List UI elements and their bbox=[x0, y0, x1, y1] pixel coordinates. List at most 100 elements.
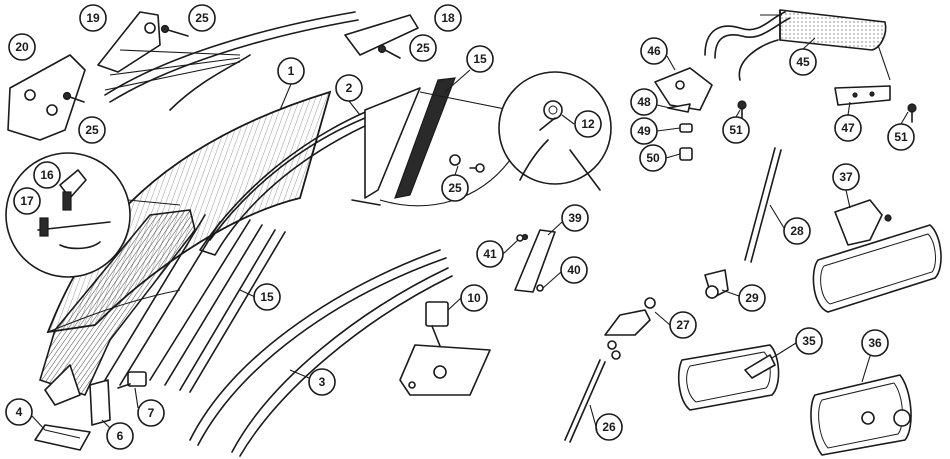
svg-text:49: 49 bbox=[637, 124, 651, 138]
callout-26: 26 bbox=[595, 413, 623, 441]
callout-20: 20 bbox=[8, 33, 36, 61]
svg-text:25: 25 bbox=[448, 181, 462, 195]
callout-35: 35 bbox=[795, 327, 823, 355]
svg-text:19: 19 bbox=[86, 11, 100, 25]
door-mirror-35 bbox=[677, 344, 780, 411]
callout-4: 4 bbox=[5, 398, 33, 426]
svg-text:35: 35 bbox=[802, 334, 816, 348]
bracket-20 bbox=[7, 54, 86, 141]
screw-25-d bbox=[469, 163, 485, 173]
callout-2: 2 bbox=[335, 74, 363, 102]
callout-45: 45 bbox=[789, 48, 817, 76]
callout-29: 29 bbox=[738, 284, 766, 312]
callout-15-a: 15 bbox=[466, 45, 494, 73]
callout-17: 17 bbox=[13, 187, 41, 215]
callout-25-c: 25 bbox=[78, 116, 106, 144]
svg-text:25: 25 bbox=[85, 123, 99, 137]
adjuster-29 bbox=[704, 269, 729, 299]
screw-40 bbox=[536, 284, 544, 292]
callout-51-a: 51 bbox=[722, 116, 750, 144]
callout-10: 10 bbox=[460, 284, 488, 312]
side-channel-strips bbox=[104, 214, 286, 393]
svg-text:39: 39 bbox=[568, 211, 582, 225]
screw-51-a bbox=[737, 100, 747, 119]
svg-text:45: 45 bbox=[796, 55, 810, 69]
mirror-bracket-19 bbox=[97, 11, 161, 73]
center-channel bbox=[351, 77, 456, 206]
svg-text:28: 28 bbox=[790, 224, 804, 238]
mirror-stem-26 bbox=[564, 340, 621, 443]
svg-text:6: 6 bbox=[117, 429, 124, 443]
mirror-bracket-27 bbox=[604, 297, 656, 336]
svg-text:15: 15 bbox=[473, 52, 487, 66]
callout-1: 1 bbox=[277, 57, 305, 85]
screw-25-b bbox=[377, 44, 401, 59]
callout-25-a: 25 bbox=[188, 4, 216, 32]
callout-40: 40 bbox=[560, 256, 588, 284]
callout-3: 3 bbox=[308, 368, 336, 396]
callout-28: 28 bbox=[783, 217, 811, 245]
callout-50: 50 bbox=[639, 144, 667, 172]
door-mirror-36 bbox=[810, 374, 912, 456]
callout-25-d: 25 bbox=[441, 174, 469, 202]
callout-36: 36 bbox=[861, 329, 889, 357]
svg-text:16: 16 bbox=[40, 168, 54, 182]
washer-small bbox=[449, 154, 461, 166]
top-rail-strip bbox=[104, 11, 359, 111]
clip-4 bbox=[34, 424, 91, 451]
screw-25-a bbox=[160, 24, 189, 37]
spring-49 bbox=[679, 123, 693, 133]
callout-39: 39 bbox=[561, 204, 589, 232]
callout-47: 47 bbox=[834, 114, 862, 142]
svg-text:37: 37 bbox=[839, 170, 853, 184]
svg-text:51: 51 bbox=[729, 123, 743, 137]
svg-text:10: 10 bbox=[467, 291, 481, 305]
leader-lines-top bbox=[104, 49, 521, 113]
callout-48: 48 bbox=[630, 88, 658, 116]
callout-6: 6 bbox=[106, 422, 134, 450]
callout-7: 7 bbox=[137, 399, 165, 427]
screw-51-b bbox=[907, 103, 917, 123]
svg-text:12: 12 bbox=[581, 117, 595, 131]
svg-text:36: 36 bbox=[868, 336, 882, 350]
svg-text:4: 4 bbox=[16, 405, 23, 419]
mirror-stem-28 bbox=[744, 147, 782, 263]
nut-50 bbox=[679, 147, 693, 161]
svg-text:17: 17 bbox=[20, 194, 34, 208]
sun-visor-45 bbox=[779, 9, 887, 51]
svg-text:15: 15 bbox=[260, 290, 274, 304]
callout-16: 16 bbox=[33, 161, 61, 189]
screw-41 bbox=[516, 234, 524, 242]
interior-mirror-37 bbox=[812, 199, 942, 313]
lower-curved-seal bbox=[189, 249, 453, 457]
svg-text:7: 7 bbox=[148, 406, 155, 420]
callout-18: 18 bbox=[434, 4, 462, 32]
svg-text:1: 1 bbox=[288, 64, 295, 78]
svg-text:3: 3 bbox=[319, 375, 326, 389]
svg-text:40: 40 bbox=[567, 263, 581, 277]
callout-41: 41 bbox=[476, 240, 504, 268]
svg-text:41: 41 bbox=[483, 247, 497, 261]
visor-rod bbox=[704, 11, 791, 81]
callout-51-b: 51 bbox=[887, 123, 915, 151]
callout-leaders bbox=[31, 37, 909, 431]
detail-inset-12 bbox=[379, 71, 612, 207]
callout-49: 49 bbox=[630, 117, 658, 145]
visor-clip-47 bbox=[834, 85, 891, 106]
svg-text:47: 47 bbox=[841, 121, 855, 135]
callout-19: 19 bbox=[79, 4, 107, 32]
callout-12: 12 bbox=[574, 110, 602, 138]
svg-text:50: 50 bbox=[646, 151, 660, 165]
svg-text:27: 27 bbox=[676, 318, 690, 332]
visor-bracket-46 bbox=[654, 67, 713, 111]
bolt-7 bbox=[117, 371, 147, 389]
svg-text:18: 18 bbox=[441, 11, 455, 25]
svg-text:51: 51 bbox=[894, 130, 908, 144]
base-plate-10 bbox=[399, 344, 491, 396]
callout-37: 37 bbox=[832, 163, 860, 191]
svg-text:26: 26 bbox=[602, 420, 616, 434]
visor-leader-lines bbox=[760, 14, 891, 81]
svg-text:2: 2 bbox=[346, 81, 353, 95]
pad-48 bbox=[667, 103, 691, 113]
